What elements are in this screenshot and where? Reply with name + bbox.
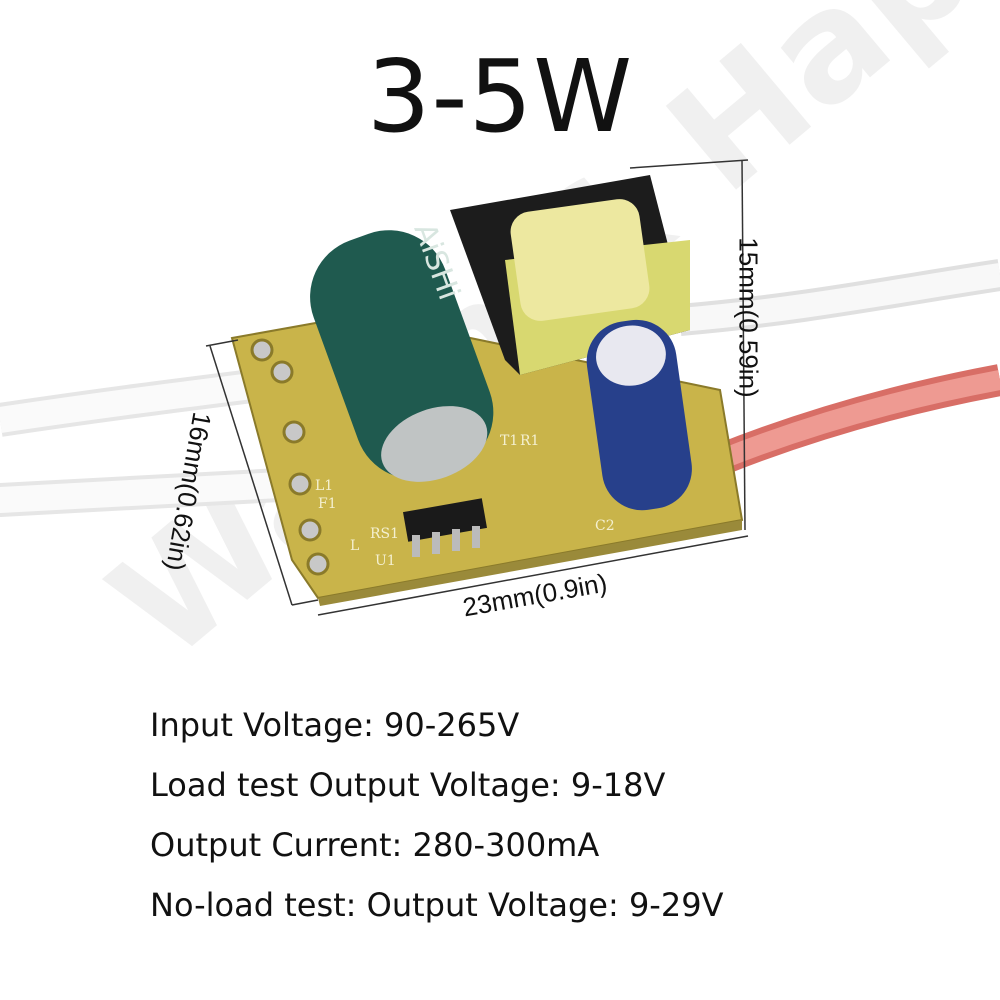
spec-output-current: Output Current: 280-300mA xyxy=(150,826,600,864)
svg-text:U1: U1 xyxy=(375,553,396,569)
ic-u1 xyxy=(403,498,487,542)
spec-no-load-output-voltage: No-load test: Output Voltage: 9-29V xyxy=(150,886,724,924)
solder-pads xyxy=(250,338,330,576)
spec-load-output-voltage: Load test Output Voltage: 9-18V xyxy=(150,766,666,804)
svg-text:R1: R1 xyxy=(520,433,539,449)
dimension-lines xyxy=(205,159,749,616)
svg-text:L1: L1 xyxy=(315,478,333,494)
svg-text:T1: T1 xyxy=(500,433,518,449)
height-dimension-label: 15mm(0.59in) xyxy=(733,237,764,398)
spec-list: Input Voltage: 90-265V Load test Output … xyxy=(150,695,723,935)
electrolytic-capacitor-large: AiSHi xyxy=(310,219,494,482)
svg-text:F1: F1 xyxy=(318,496,337,512)
product-title: 3-5W xyxy=(366,38,634,155)
svg-text:RS1: RS1 xyxy=(370,526,399,542)
svg-text:C2: C2 xyxy=(595,518,615,534)
spec-input-voltage: Input Voltage: 90-265V xyxy=(150,706,520,744)
electrolytic-capacitor-small xyxy=(586,319,692,511)
svg-text:L: L xyxy=(350,538,359,554)
